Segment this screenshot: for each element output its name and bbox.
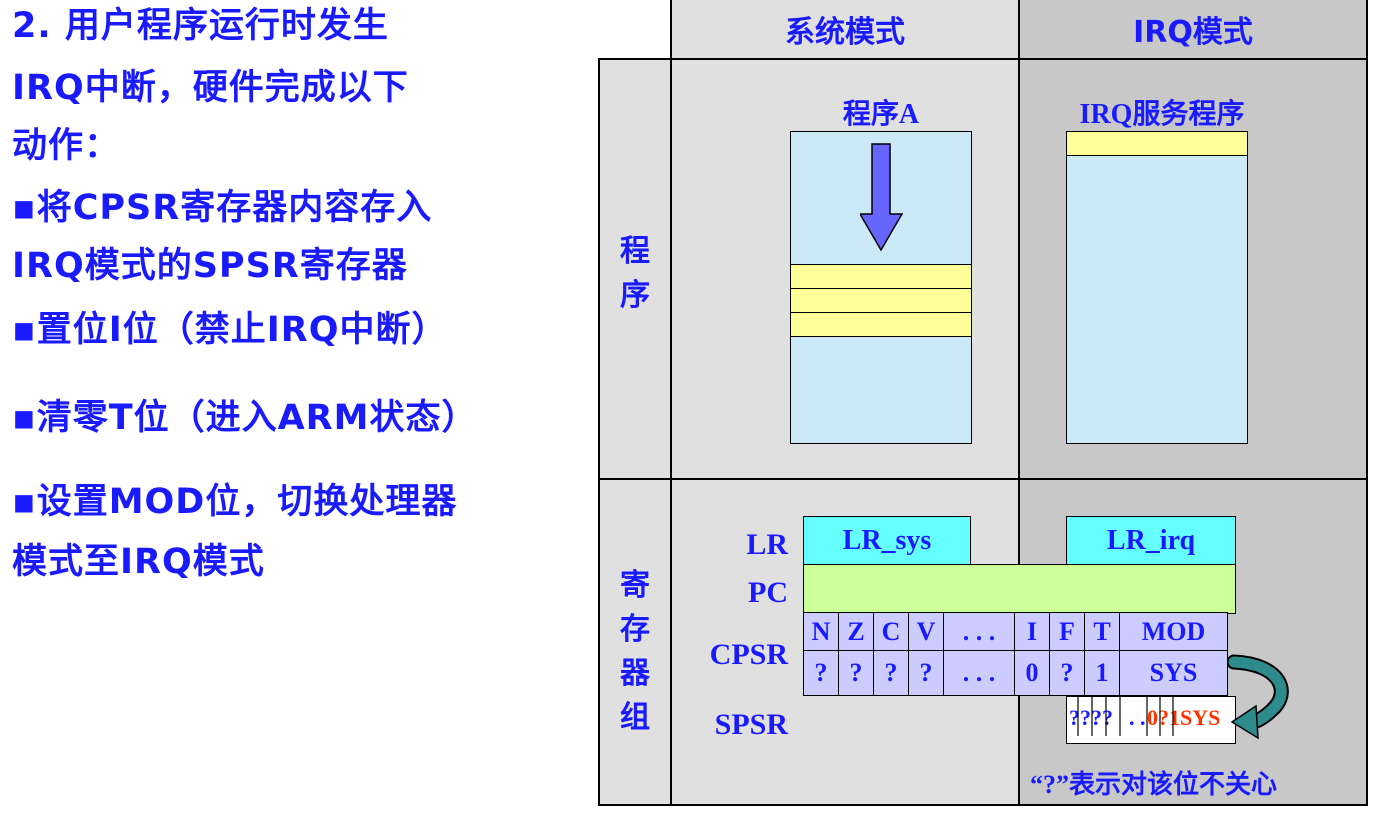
program-a-instruction-1 — [790, 264, 972, 289]
header-irq-mode: IRQ模式 — [1018, 0, 1368, 60]
irq-program-block — [1066, 131, 1248, 444]
cpsr-value-bit: ? — [873, 650, 909, 696]
header-system-mode-label: 系统模式 — [785, 15, 905, 50]
cpsr-header-bit: V — [908, 612, 944, 652]
cpsr-value-bit: . . . — [943, 650, 1015, 696]
dont-care-note: “?”表示对该位不关心 — [1030, 770, 1278, 799]
pc-register — [803, 564, 1236, 614]
execution-down-arrow-icon — [860, 143, 904, 252]
cpsr-value-bit: ? — [838, 650, 874, 696]
text-line-8: ▪设置MOD位，切换处理器 — [12, 482, 458, 522]
pc-label: PC — [748, 576, 788, 609]
spsr-label: SPSR — [714, 708, 788, 741]
spsr-irq-register: ???? . . 0?1SYS — [1066, 696, 1236, 744]
cpsr-label: CPSR — [709, 638, 788, 671]
text-line-1: 2. 用户程序运行时发生 — [12, 6, 389, 46]
lr-sys-register: LR_sys — [803, 516, 971, 566]
program-a-title: 程序A — [842, 99, 920, 130]
header-irq-mode-label: IRQ模式 — [1133, 15, 1253, 50]
cpsr-header-bit: N — [803, 612, 839, 652]
irq-program-title: IRQ服务程序 — [1079, 99, 1245, 130]
row-label-program-text: 程序 — [620, 234, 650, 313]
spsr-dots: . . — [1129, 705, 1146, 730]
cpsr-header-bit: F — [1049, 612, 1085, 652]
text-line-4: ▪将CPSR寄存器内容存入 — [12, 188, 433, 228]
cpsr-header-bit: MOD — [1119, 612, 1228, 652]
header-system-mode: 系统模式 — [670, 0, 1020, 60]
program-a-instruction-3 — [790, 312, 972, 337]
cpsr-header-bit: . . . — [943, 612, 1015, 652]
row-label-registers: 寄存器组 — [615, 566, 655, 742]
irq-program-first-instruction — [1066, 131, 1248, 156]
cpsr-header-bit: T — [1084, 612, 1120, 652]
cpsr-header-bit: I — [1014, 612, 1050, 652]
text-line-9: 模式至IRQ模式 — [12, 542, 265, 582]
cpsr-value-bit: 0 — [1014, 650, 1050, 696]
row-label-program: 程序 — [615, 232, 655, 320]
cpsr-value-bit: ? — [803, 650, 839, 696]
lr-irq-register: LR_irq — [1066, 516, 1236, 566]
spsr-grid-lines — [1077, 696, 1174, 736]
text-line-5: IRQ模式的SPSR寄存器 — [12, 246, 408, 286]
spsr-saved-value: 0?1SYS — [1147, 705, 1221, 730]
text-line-2: IRQ中断，硬件完成以下 — [12, 68, 409, 108]
cpsr-value-bit: SYS — [1119, 650, 1228, 696]
program-a-instruction-2 — [790, 288, 972, 313]
text-line-3: 动作： — [12, 126, 121, 166]
cpsr-to-spsr-arrow-icon — [1228, 654, 1289, 740]
cpsr-value-bit: ? — [1049, 650, 1085, 696]
cpsr-header-bit: C — [873, 612, 909, 652]
row-label-registers-text: 寄存器组 — [620, 568, 650, 735]
cpsr-value-bit: ? — [908, 650, 944, 696]
cpsr-value-bit: 1 — [1084, 650, 1120, 696]
text-line-7: ▪清零T位（进入ARM状态） — [12, 398, 478, 438]
text-line-6: ▪置位I位（禁止IRQ中断） — [12, 310, 448, 350]
cpsr-header-bit: Z — [838, 612, 874, 652]
lr-label: LR — [746, 528, 788, 561]
